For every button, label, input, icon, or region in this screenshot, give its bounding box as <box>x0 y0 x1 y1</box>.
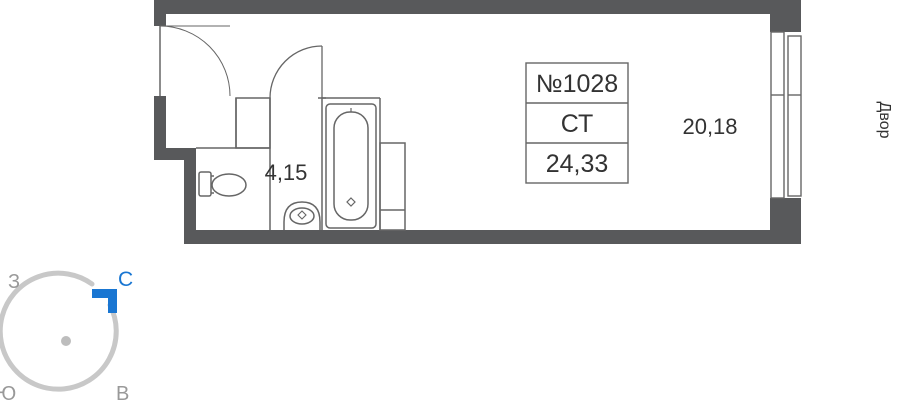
compass-east-label: В <box>116 383 129 402</box>
bathtub <box>325 103 377 229</box>
bathtub-drain-icon <box>346 197 356 207</box>
compass-south-label: Ю <box>0 383 16 402</box>
left-wall-lower <box>184 148 196 244</box>
left-wall-upper <box>154 0 166 26</box>
apartment-info-box: №1028 СТ 24,33 <box>525 62 629 184</box>
bathroom-door <box>269 45 323 99</box>
bathroom-area: 4,15 <box>265 160 308 185</box>
compass-north-label: С <box>118 268 133 291</box>
apartment-number: №1028 <box>536 70 618 98</box>
walls <box>154 0 801 244</box>
bottom-wall <box>184 230 801 244</box>
top-wall <box>154 0 801 14</box>
compass-west-label: З <box>8 271 20 293</box>
toilet <box>198 171 247 197</box>
apartment-total-area: 24,33 <box>546 150 609 178</box>
entrance-door <box>159 25 231 97</box>
main-room-area: 20,18 <box>682 114 737 139</box>
right-wall-lower <box>770 198 801 244</box>
right-wall-upper <box>770 0 801 32</box>
bathroom-partitions <box>196 97 406 231</box>
compass-north-marker <box>92 289 117 313</box>
window <box>770 31 802 199</box>
courtyard-label: Двор <box>876 102 893 139</box>
compass-center-dot <box>61 336 71 346</box>
sink <box>283 201 321 230</box>
compass: С З Ю В <box>0 268 133 402</box>
sink-drain-icon <box>297 210 307 220</box>
apartment-type: СТ <box>561 110 594 138</box>
left-wall-middle <box>154 96 166 160</box>
compass-ring <box>0 270 119 392</box>
